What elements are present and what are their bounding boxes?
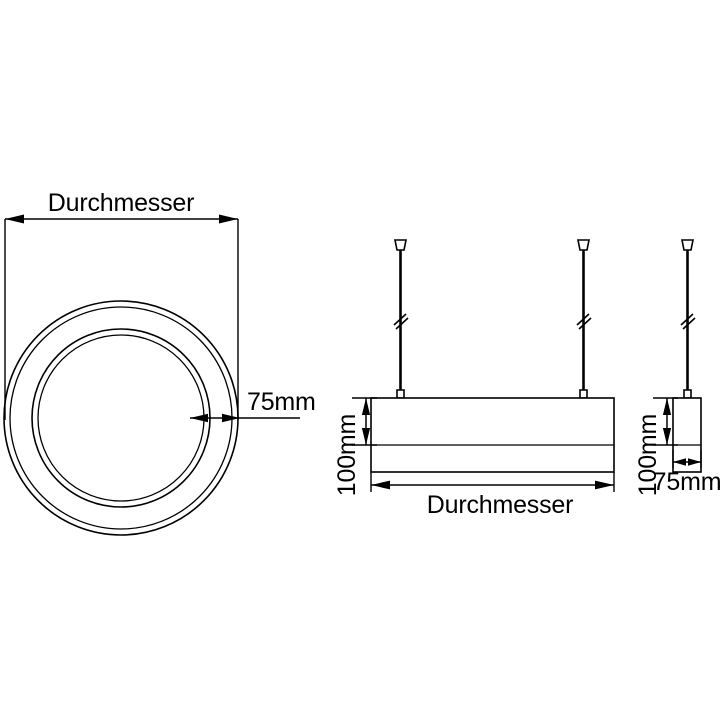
arrowhead-inner-icon xyxy=(190,413,208,423)
side-view-group: 100mm 75mm xyxy=(634,239,720,496)
dimension-height-front: 100mm xyxy=(333,397,377,496)
ring-inner-circle-1 xyxy=(31,328,211,508)
arrowhead-left-icon xyxy=(5,214,24,224)
cable-break-symbol-side-icon xyxy=(680,313,696,330)
ring-inner-circle-2 xyxy=(37,334,205,502)
arrowhead-left-icon xyxy=(673,458,686,466)
dimension-label-diameter-top: Durchmesser xyxy=(48,189,194,217)
dimension-height-side: 100mm xyxy=(634,397,678,496)
top-view-group: Durchmesser 75mm xyxy=(3,189,316,536)
body-outline-side xyxy=(672,397,702,473)
cable-break-symbol-left-icon xyxy=(393,313,409,330)
arrowhead-up-icon xyxy=(361,398,371,415)
cable-connector-side-icon xyxy=(683,389,692,399)
dimension-diameter-front: Durchmesser xyxy=(370,472,615,519)
dimension-label-profile-width-top: 75mm xyxy=(247,388,316,416)
break-slash-2 xyxy=(682,317,696,330)
top-view-extension-lines xyxy=(4,219,239,420)
suspension-side xyxy=(680,239,696,399)
arrowhead-down-icon xyxy=(662,428,672,445)
body-outline-front xyxy=(370,397,615,473)
cable-break-symbol-right-icon xyxy=(576,313,592,330)
break-slash-1 xyxy=(680,313,694,326)
arrowhead-down-icon xyxy=(361,428,371,445)
cable-connector-left-icon xyxy=(396,389,405,399)
ceiling-canopy-side-icon xyxy=(681,239,694,251)
dimension-width-side: 75mm xyxy=(653,450,720,496)
arrowhead-right-icon xyxy=(688,458,701,466)
luminaire-body-front xyxy=(370,397,615,473)
arrowhead-outer-icon xyxy=(222,413,240,423)
dimension-label-width-side: 75mm xyxy=(653,468,720,496)
ceiling-canopy-right-icon xyxy=(577,239,590,251)
dimension-label-height-front: 100mm xyxy=(333,414,361,496)
break-slash-2 xyxy=(395,317,409,330)
arrowhead-right-icon xyxy=(595,480,614,490)
suspension-left xyxy=(393,239,409,399)
suspension-right xyxy=(576,239,592,399)
arrowhead-up-icon xyxy=(662,398,672,415)
front-view-group: 100mm Durchmesser xyxy=(333,239,615,519)
dimension-label-diameter-front: Durchmesser xyxy=(427,491,573,519)
break-slash-2 xyxy=(578,317,592,330)
arrowhead-left-icon xyxy=(371,480,390,490)
dimension-label-height-side: 100mm xyxy=(634,414,662,496)
cable-connector-right-icon xyxy=(579,389,588,399)
ceiling-canopy-left-icon xyxy=(394,239,407,251)
break-slash-1 xyxy=(576,313,590,326)
dimension-profile-width-top: 75mm xyxy=(190,388,316,423)
break-slash-1 xyxy=(393,313,407,326)
dimension-diameter-top: Durchmesser xyxy=(5,189,238,224)
luminaire-body-side xyxy=(672,397,702,473)
arrowhead-right-icon xyxy=(219,214,238,224)
